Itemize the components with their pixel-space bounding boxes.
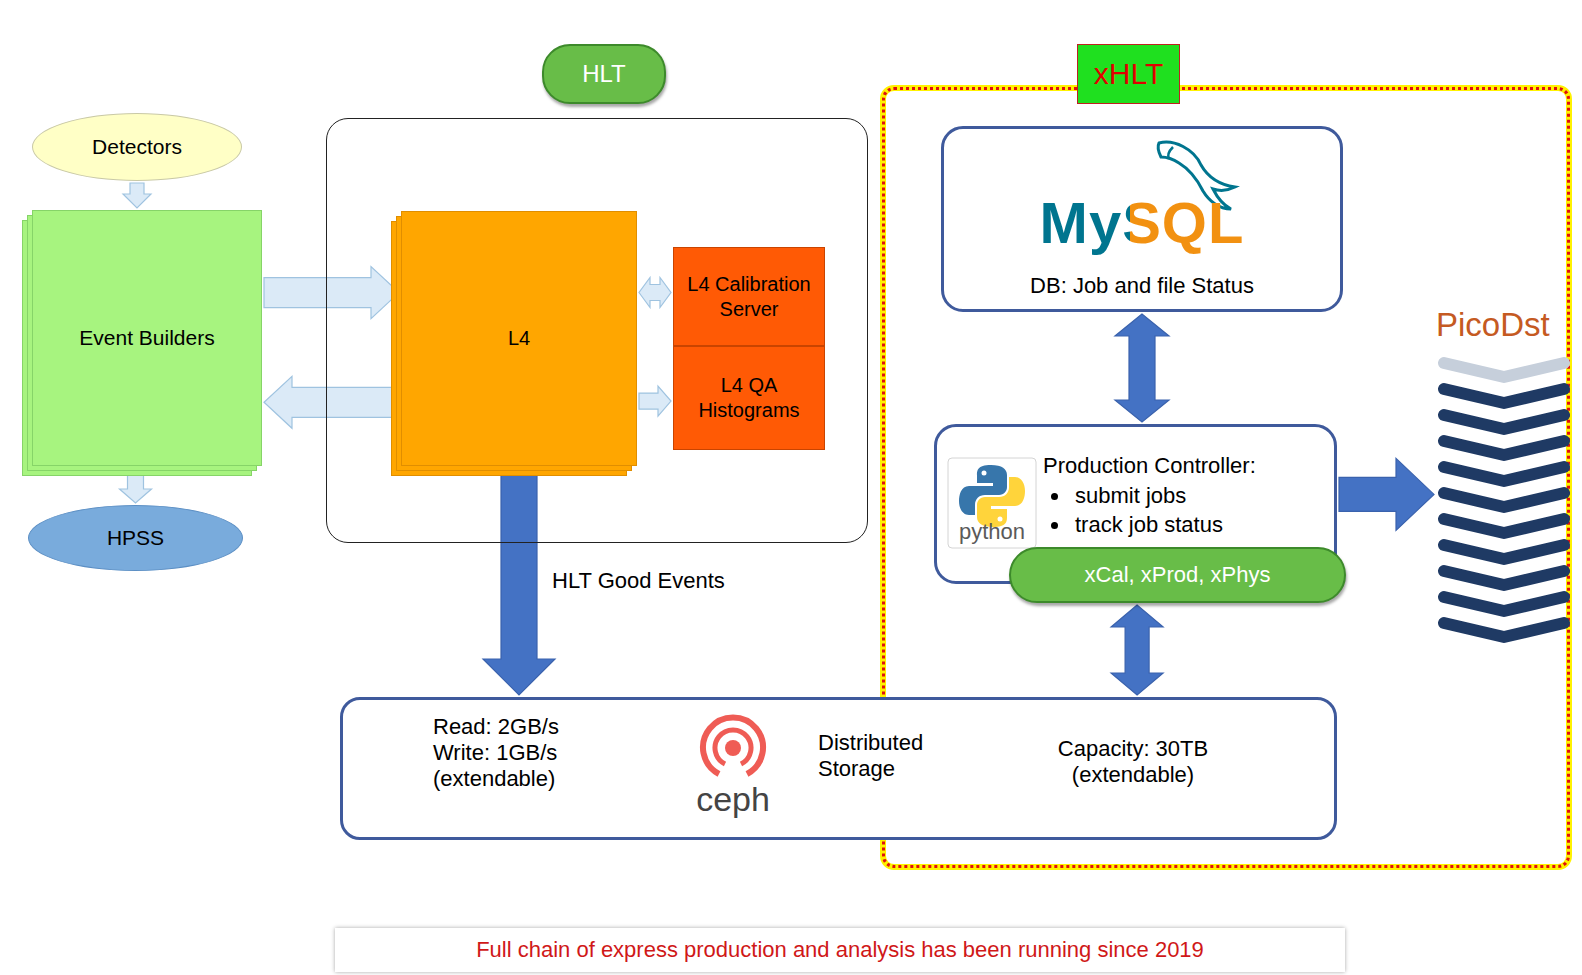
block-arrow-light: [639, 278, 671, 308]
source-ellipse: Detectors: [32, 113, 242, 181]
service-box: L4 QA Histograms: [673, 346, 825, 450]
node-text: Distributed Storage: [818, 730, 958, 782]
stack-layer: [1444, 389, 1564, 403]
node-text: DB: Job and file Status: [1030, 273, 1254, 299]
node-text: Detectors: [92, 135, 182, 159]
database-box: MySQL DB: Job and file Status: [941, 126, 1343, 312]
node-text: L4: [508, 327, 530, 350]
python-eye: [982, 471, 987, 476]
node-text: track job status: [1075, 512, 1223, 538]
block-arrow-light: [264, 376, 399, 428]
stack-layer: [1444, 519, 1564, 533]
ceph-ring: [703, 717, 763, 774]
node-text: Capacity: 30TB (extendable): [1033, 736, 1233, 788]
ceph-logo: [697, 712, 769, 780]
process-box: L4: [401, 211, 637, 466]
node-text: submit jobs: [1075, 483, 1186, 509]
caption: Full chain of express production and ana…: [335, 928, 1345, 972]
block-arrow-light: [264, 267, 399, 319]
node-text: HPSS: [107, 526, 164, 550]
block-arrow-light: [639, 386, 671, 416]
block-arrow: [1339, 458, 1434, 530]
block-arrow: [1115, 314, 1169, 422]
stack-layer: [1444, 623, 1564, 637]
stack-layer: [1444, 467, 1564, 481]
node-text: Production Controller:: [1043, 453, 1256, 479]
node-text: L4 Calibration Server: [676, 272, 822, 322]
stack-layer: [1444, 545, 1564, 559]
node-text: xCal, xProd, xPhys: [1085, 562, 1271, 588]
edge-label: HLT Good Events: [549, 568, 728, 594]
ceph-ring: [715, 730, 751, 764]
storage-box: Read: 2GB/s Write: 1GB/s (extendable) cep…: [340, 697, 1337, 840]
block-arrow: [1111, 605, 1163, 695]
stack-layer: [1444, 597, 1564, 611]
process-box: Event Builders: [32, 210, 262, 466]
node-text: Read: 2GB/s Write: 1GB/s (extendable): [433, 714, 601, 792]
node-text: PicoDst: [1436, 306, 1550, 344]
ceph-core: [725, 740, 741, 756]
storage-ellipse: HPSS: [28, 505, 243, 571]
node-text: python: [941, 519, 1043, 545]
stack-figure: [1436, 351, 1572, 651]
node-text: MySQL: [1040, 191, 1245, 255]
node-text: xHLT: [1077, 44, 1180, 104]
group-panel: HLTL4L4 Calibration ServerL4 QA Histogra…: [326, 118, 868, 543]
node-text: HLT: [542, 44, 666, 104]
block-arrow-light: [120, 468, 152, 503]
block-arrow: [483, 468, 555, 695]
node-text: ceph: [688, 780, 778, 819]
block-arrow-light: [123, 183, 151, 208]
node-text: Event Builders: [79, 326, 214, 350]
dolphin-fin: [1168, 147, 1173, 159]
node-text: L4 QA Histograms: [676, 373, 822, 423]
stack-layer: [1444, 571, 1564, 585]
stack-layer: [1444, 363, 1564, 377]
stack-layer: [1444, 415, 1564, 429]
stack-layer: [1444, 493, 1564, 507]
output-stack: PicoDst: [1436, 306, 1572, 651]
stack-layer: [1444, 441, 1564, 455]
service-box: L4 Calibration Server: [673, 247, 825, 346]
module-pill: xCal, xProd, xPhys: [1009, 547, 1346, 603]
